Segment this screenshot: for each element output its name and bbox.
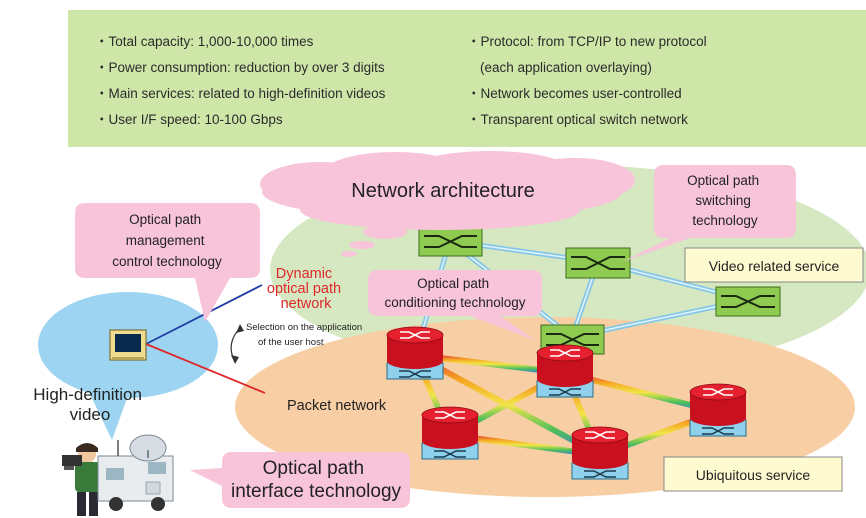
- summary-right-item: ・Network becomes user-controlled: [467, 86, 682, 101]
- summary-left-item: ・Main services: related to high-definiti…: [95, 86, 386, 101]
- routers: [386, 326, 747, 480]
- summary-left-list: ・Total capacity: 1,000-10,000 times ・Pow…: [95, 34, 386, 127]
- dynamic-network-label: Dynamic optical path network: [267, 266, 345, 312]
- conditioning-callout: [368, 270, 542, 340]
- network-architecture-cloud: [260, 151, 635, 257]
- interface-callout: [190, 452, 410, 508]
- optical-switch-icon: [418, 226, 483, 257]
- switching-callout: [622, 165, 796, 262]
- management-callout: [75, 203, 260, 322]
- summary-left-item: ・User I/F speed: 10-100 Gbps: [95, 112, 283, 127]
- broadcast-van-icon: [97, 434, 174, 511]
- video-service-label: Video related service: [709, 258, 840, 274]
- conditioning-callout-text: Optical path conditioning technology: [384, 276, 525, 310]
- ubiquitous-service-label: Ubiquitous service: [696, 467, 811, 483]
- router-icon: [571, 426, 629, 480]
- router-icon: [689, 383, 747, 437]
- user-host-zone-pointer: [88, 390, 130, 440]
- summary-left-item: ・Power consumption: reduction by over 3 …: [95, 60, 385, 75]
- summary-right-list: ・Protocol: from TCP/IP to new protocol (…: [467, 34, 707, 127]
- router-icon: [536, 344, 594, 398]
- packet-client-link: [145, 343, 266, 394]
- ubiquitous-service-box: [663, 456, 843, 492]
- packet-network-label: Packet network: [287, 398, 387, 414]
- optical-switch-icon: [715, 286, 781, 317]
- optical-switch-icon: [565, 247, 631, 279]
- summary-right-item: ・Protocol: from TCP/IP to new protocol: [467, 34, 707, 49]
- management-callout-text: Optical path management control technolo…: [112, 212, 222, 269]
- selection-arrow-icon: [230, 327, 241, 361]
- summary-left-item: ・Total capacity: 1,000-10,000 times: [95, 34, 314, 49]
- packet-link: [413, 352, 602, 458]
- switching-callout-text: Optical path switching technology: [687, 173, 763, 228]
- video-service-box: [684, 247, 864, 283]
- network-architecture-title: Network architecture: [351, 180, 534, 202]
- summary-panel: [68, 10, 866, 147]
- computer-terminal-icon: [109, 329, 147, 361]
- camera-operator-icon: [62, 443, 100, 516]
- summary-right-item: ・Transparent optical switch network: [467, 112, 688, 127]
- selection-label: Selection on the application of the user…: [246, 322, 365, 348]
- router-icon: [386, 326, 444, 380]
- summary-right-item: (each application overlaying): [480, 60, 652, 75]
- interface-callout-text: Optical path interface technology: [231, 458, 402, 502]
- router-icon: [421, 406, 479, 460]
- hd-video-label: High-definition video: [33, 385, 146, 424]
